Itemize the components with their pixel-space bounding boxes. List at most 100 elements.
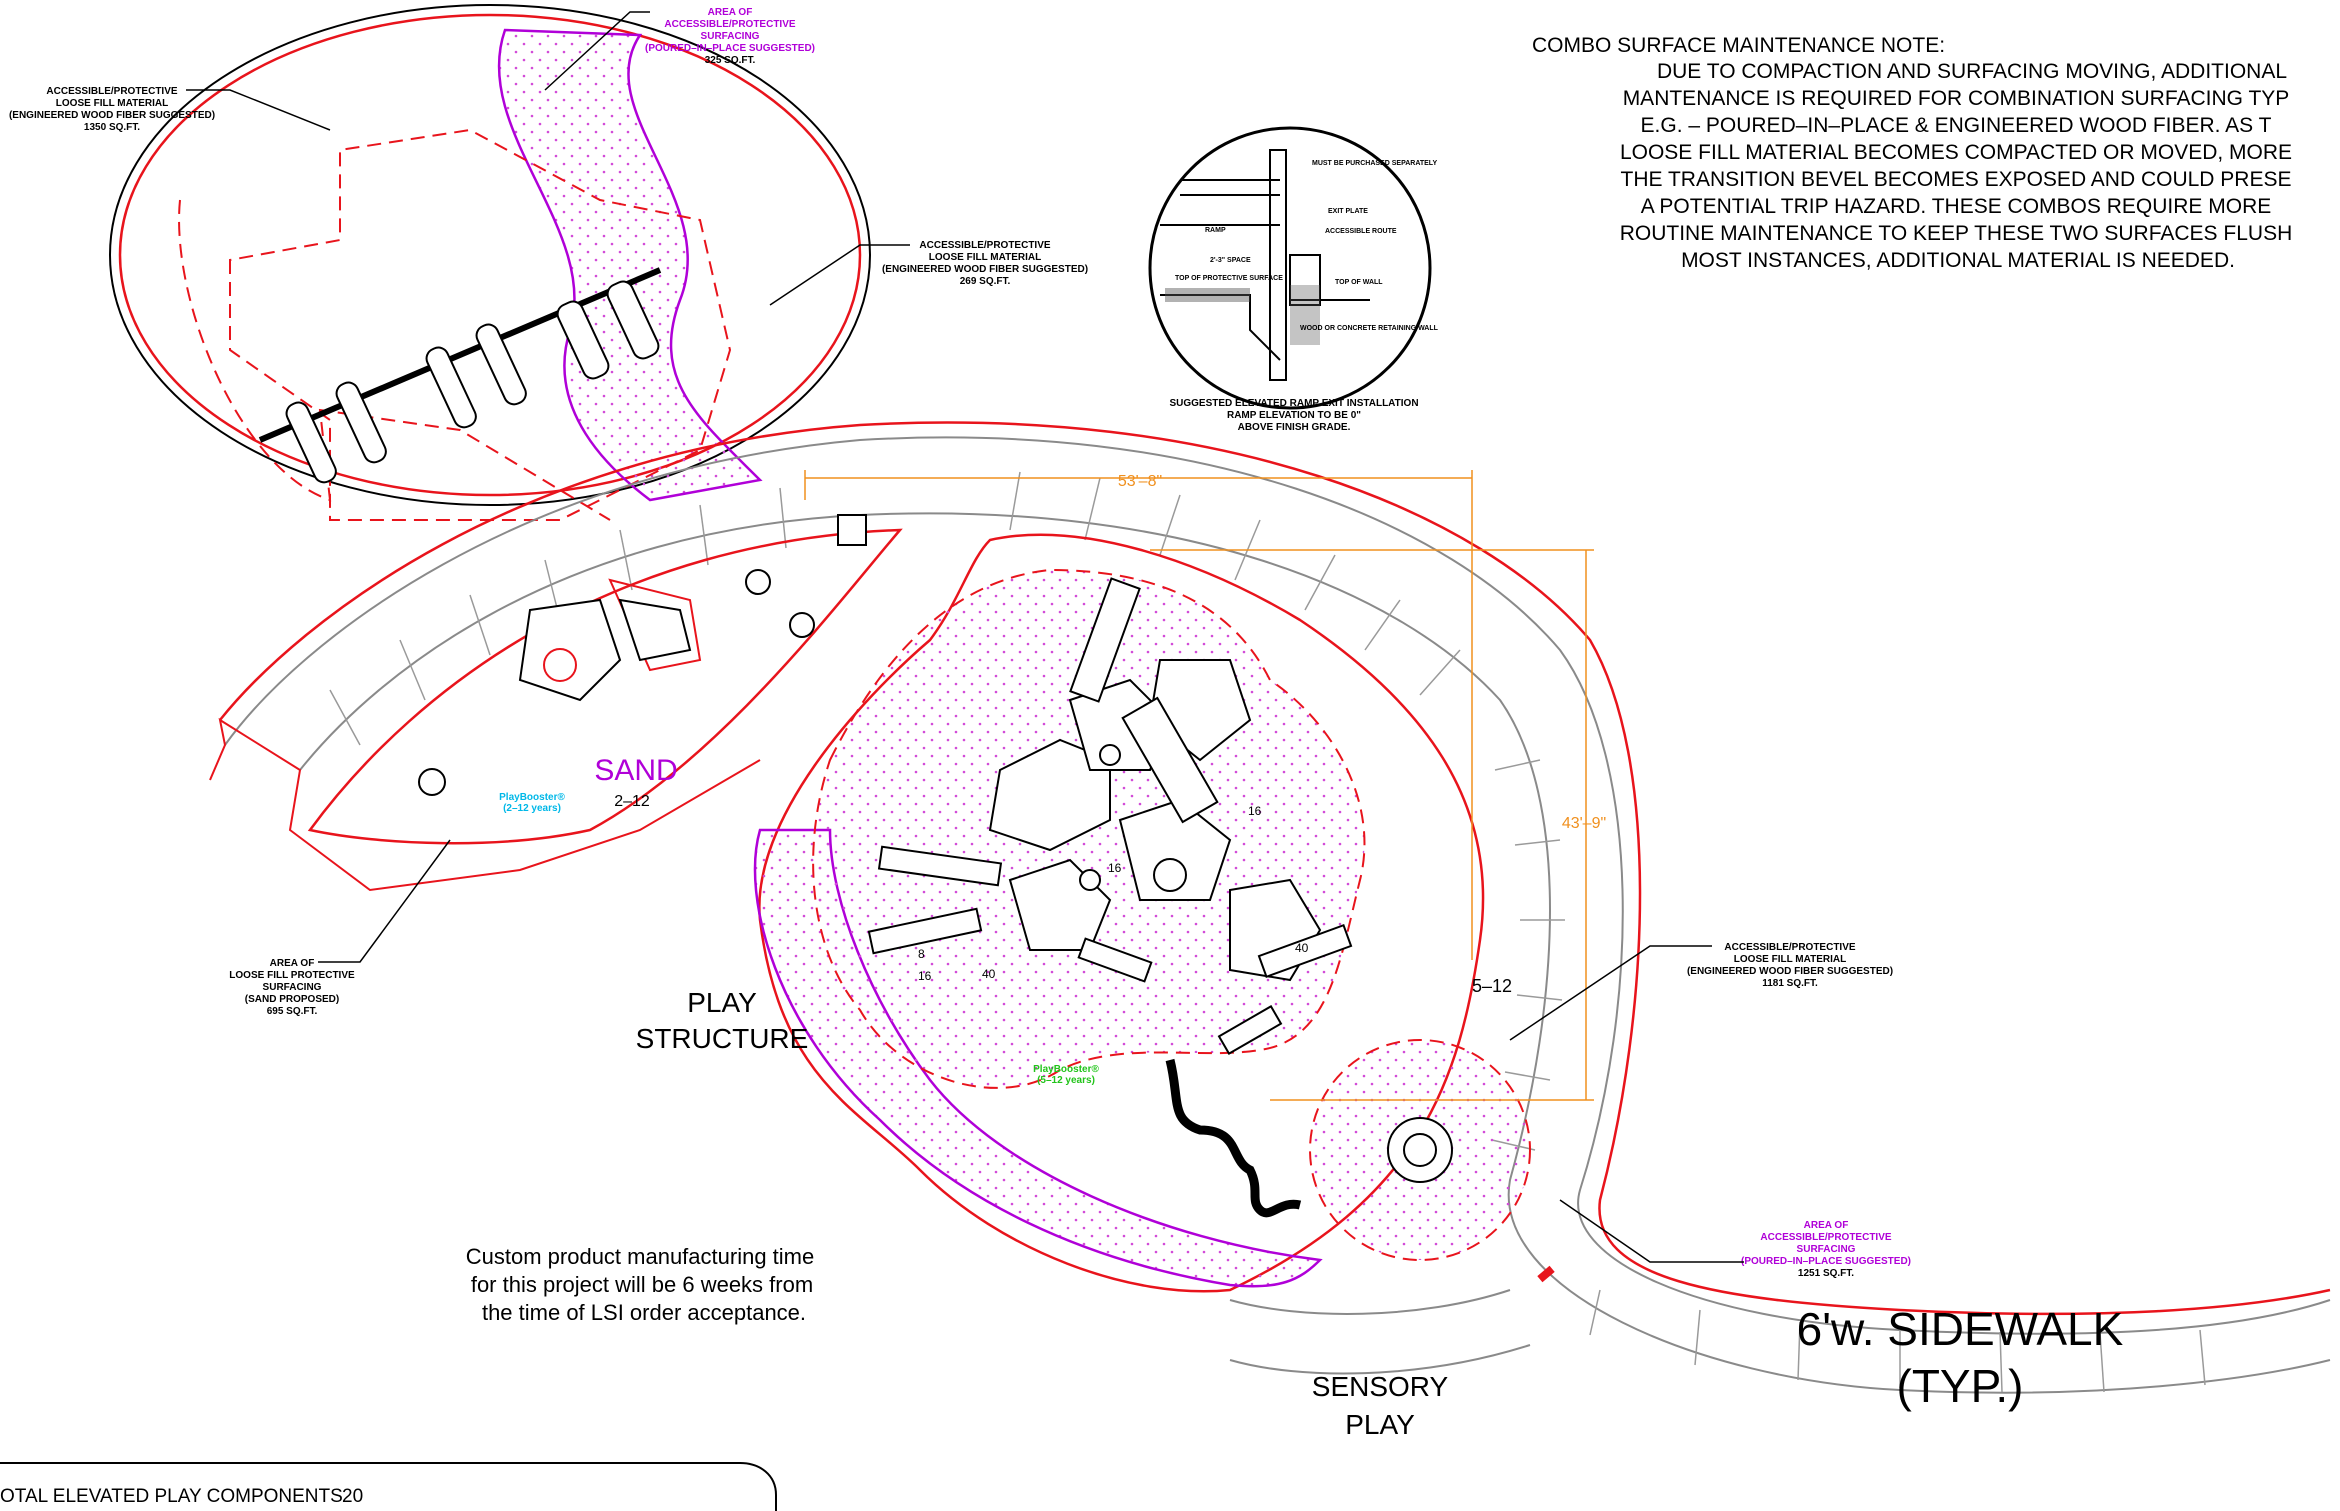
- ramp-label-accessible-route: ACCESSIBLE ROUTE: [1325, 228, 1397, 235]
- ramp-caption-1: SUGGESTED ELEVATED RAMP EXIT INSTALLATIO…: [1169, 398, 1418, 409]
- ramp-label-retaining-wall: WOOD OR CONCRETE RETAINING WALL: [1300, 325, 1439, 332]
- sand-surface-line-2: LOOSE FILL PROTECTIVE: [229, 970, 355, 981]
- bottom-pip-area: 1251 SQ.FT.: [1798, 1268, 1854, 1279]
- production-note: Custom product manufacturing time for th…: [466, 1244, 815, 1325]
- sand-play-structure: [518, 578, 702, 702]
- maintenance-line-5: THE TRANSITION BEVEL BECOMES EXPOSED AND…: [1621, 168, 2292, 191]
- maintenance-line-3: E.G. – POURED–IN–PLACE & ENGINEERED WOOD…: [1641, 114, 2272, 137]
- bottom-pip-line-4: (POURED–IN–PLACE SUGGESTED): [1741, 1256, 1911, 1267]
- sidewalk-line-1: 6'w. SIDEWALK: [1797, 1303, 2124, 1355]
- maintenance-line-4: LOOSE FILL MATERIAL BECOMES COMPACTED OR…: [1620, 141, 2292, 164]
- production-note-line-3: the time of LSI order acceptance.: [482, 1300, 806, 1325]
- right-surface-area: 1181 SQ.FT.: [1762, 978, 1818, 989]
- sidewalk-inner-edge: [299, 512, 2331, 1394]
- right-surface-line-1: ACCESSIBLE/PROTECTIVE: [1724, 942, 1855, 953]
- sand-playbooster-line-2: (2–12 years): [503, 803, 561, 814]
- sand-title: SAND: [594, 754, 677, 787]
- production-note-line-1: Custom product manufacturing time: [466, 1244, 815, 1269]
- label-bottom-pip-surfacing: AREA OF ACCESSIBLE/PROTECTIVE SURFACING …: [1559, 1199, 1911, 1279]
- top-area-red-boundary: [118, 13, 862, 497]
- top-swing-area: [109, 4, 871, 521]
- ramp-caption-3: ABOVE FINISH GRADE.: [1238, 422, 1351, 433]
- top-right-area: 269 SQ.FT.: [960, 276, 1011, 287]
- play-structure-platform-numbers: 16 16 40 40 16 8: [918, 804, 1309, 983]
- sand-playbooster-line-1: PlayBooster®: [499, 792, 565, 803]
- maintenance-line-2: MANTENANCE IS REQUIRED FOR COMBINATION S…: [1623, 87, 2290, 110]
- sand-surface-line-1: AREA OF: [270, 958, 315, 969]
- svg-text:16: 16: [918, 969, 932, 983]
- right-surface-line-2: LOOSE FILL MATERIAL: [1734, 954, 1846, 965]
- top-pip-area: 325 SQ.FT.: [705, 55, 756, 66]
- top-left-area: 1350 SQ.FT.: [84, 122, 140, 133]
- svg-text:16: 16: [1108, 861, 1122, 875]
- sand-surface-line-3: SURFACING: [263, 982, 322, 993]
- swing-zone-outer-dashed: [178, 199, 611, 521]
- swing-beam: [258, 267, 662, 443]
- svg-text:40: 40: [1295, 941, 1309, 955]
- sand-outer-border: [209, 717, 761, 892]
- top-left-line-1: ACCESSIBLE/PROTECTIVE: [46, 86, 177, 97]
- production-note-line-2: for this project will be 6 weeks from: [471, 1272, 813, 1297]
- summary-label: OTAL ELEVATED PLAY COMPONENTS: [0, 1486, 343, 1507]
- sand-area: [209, 514, 903, 892]
- bottom-pip-line-1: AREA OF: [1804, 1220, 1849, 1231]
- structure-playbooster-line-2: (5–12 years): [1037, 1075, 1095, 1086]
- summary-box: OTAL ELEVATED PLAY COMPONENTS 20: [0, 1462, 777, 1511]
- label-sand-surfacing: AREA OF LOOSE FILL PROTECTIVE SURFACING …: [229, 839, 451, 1017]
- ramp-caption-2: RAMP ELEVATION TO BE 0": [1227, 410, 1361, 421]
- swing-zone-dashed: [229, 128, 732, 521]
- lower-sidewalk-edge: [1229, 1289, 1511, 1315]
- summary-value: 20: [342, 1486, 363, 1507]
- sand-area-boundary: [307, 528, 903, 845]
- sensory-play-line-1: SENSORY: [1312, 1371, 1449, 1402]
- sensory-path: [1165, 1058, 1302, 1218]
- play-structure-decks: [867, 577, 1353, 1056]
- ramp-label-purchased: MUST BE PURCHASED SEPARATELY: [1312, 160, 1437, 167]
- structure-age-range: 5–12: [1472, 976, 1512, 996]
- ramp-label-space: 2'-3" SPACE: [1210, 257, 1251, 264]
- maintenance-line-1: DUE TO COMPACTION AND SURFACING MOVING, …: [1657, 60, 2287, 83]
- sidewalk-line-2: (TYP.): [1897, 1360, 2024, 1412]
- project-boundary-red: [219, 421, 2331, 1316]
- lower-sidewalk-inner: [1229, 1344, 1531, 1375]
- sensory-spinner: [1387, 1117, 1453, 1183]
- label-top-left-surfacing: ACCESSIBLE/PROTECTIVE LOOSE FILL MATERIA…: [9, 86, 331, 133]
- sand-surface-area: 695 SQ.FT.: [267, 1006, 318, 1017]
- main-play-area: 16 16 40 40 16 8: [753, 533, 1555, 1293]
- ramp-detail: MUST BE PURCHASED SEPARATELY ACCESSIBLE …: [1148, 126, 1439, 433]
- structure-playbooster-line-1: PlayBooster®: [1033, 1064, 1099, 1075]
- play-structure-line-1: PLAY: [687, 987, 757, 1018]
- sand-fossil-icons: [418, 569, 815, 796]
- label-top-right-surfacing: ACCESSIBLE/PROTECTIVE LOOSE FILL MATERIA…: [769, 240, 1088, 306]
- sand-transfer-station: [837, 514, 867, 546]
- sand-age-range: 2–12: [614, 793, 650, 810]
- top-pip-line-1: AREA OF: [708, 7, 753, 18]
- play-structure-line-2: STRUCTURE: [636, 1023, 809, 1054]
- sensory-curb-detail: [1537, 1265, 1555, 1283]
- ramp-label-top-wall: TOP OF WALL: [1335, 279, 1383, 286]
- top-left-line-3: (ENGINEERED WOOD FIBER SUGGESTED): [9, 110, 215, 121]
- dimension-vertical-label: 43'–9": [1562, 815, 1606, 832]
- maintenance-note-title: COMBO SURFACE MAINTENANCE NOTE:: [1532, 34, 1945, 57]
- right-surface-line-3: (ENGINEERED WOOD FIBER SUGGESTED): [1687, 966, 1893, 977]
- bottom-pip-line-2: ACCESSIBLE/PROTECTIVE: [1760, 1232, 1891, 1243]
- maintenance-line-7: ROUTINE MAINTENANCE TO KEEP THESE TWO SU…: [1620, 222, 2293, 245]
- top-left-line-2: LOOSE FILL MATERIAL: [56, 98, 168, 109]
- dimension-horizontal-label: 53'–8": [1118, 473, 1162, 490]
- bottom-pip-line-3: SURFACING: [1797, 1244, 1856, 1255]
- top-right-line-3: (ENGINEERED WOOD FIBER SUGGESTED): [882, 264, 1088, 275]
- ramp-label-protective-surface: TOP OF PROTECTIVE SURFACE: [1175, 275, 1283, 282]
- svg-text:16: 16: [1248, 804, 1262, 818]
- top-right-line-2: LOOSE FILL MATERIAL: [929, 252, 1041, 263]
- maintenance-line-6: A POTENTIAL TRIP HAZARD. THESE COMBOS RE…: [1641, 195, 2272, 218]
- top-pip-line-3: SURFACING: [701, 31, 760, 42]
- svg-text:40: 40: [982, 967, 996, 981]
- maintenance-note: COMBO SURFACE MAINTENANCE NOTE: DUE TO C…: [1532, 34, 2292, 272]
- sensory-play-line-2: PLAY: [1345, 1409, 1415, 1440]
- maintenance-line-8: MOST INSTANCES, ADDITIONAL MATERIAL IS N…: [1681, 249, 2235, 272]
- sidewalk-band: [219, 421, 2331, 1394]
- top-pip-line-2: ACCESSIBLE/PROTECTIVE: [664, 19, 795, 30]
- ramp-label-ramp: RAMP: [1205, 227, 1226, 234]
- label-right-surfacing: ACCESSIBLE/PROTECTIVE LOOSE FILL MATERIA…: [1509, 942, 1893, 1041]
